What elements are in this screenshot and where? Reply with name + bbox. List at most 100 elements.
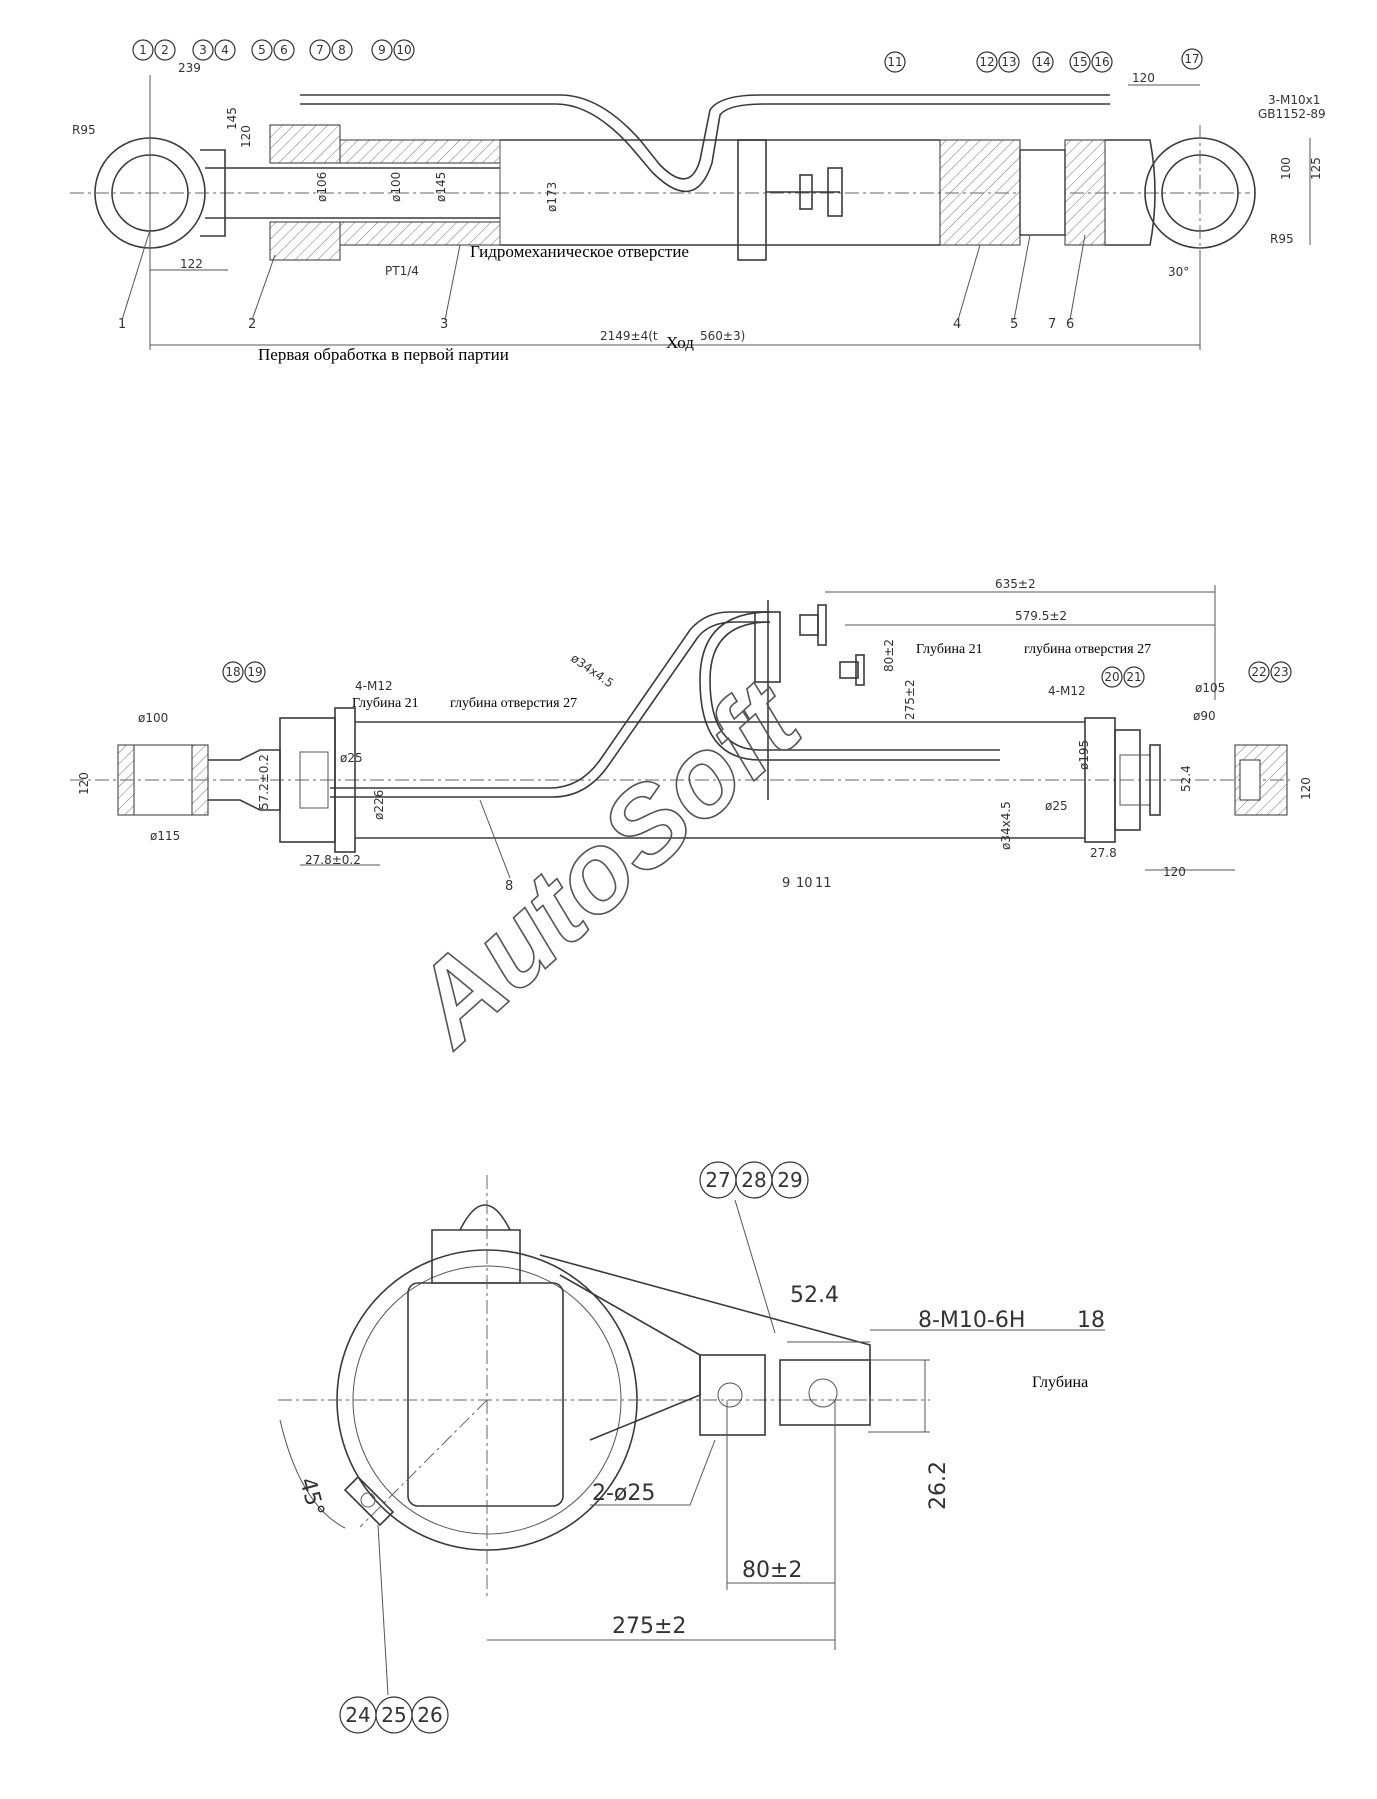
bottom-end-view: 27 28 29 24 25 26 52.4 8-M10-6H 18 26.2 … (278, 1161, 1105, 1734)
part-10: 10 (796, 876, 813, 891)
balloon-9: 9 (378, 43, 386, 57)
dim-120-right: 120 (1299, 777, 1313, 800)
balloon-7: 7 (316, 43, 324, 57)
balloon-17: 17 (1184, 52, 1199, 66)
dim-phi25-left: ø25 (340, 751, 363, 765)
balloon-8: 8 (338, 43, 346, 57)
part-9: 9 (782, 876, 790, 891)
top-balloons (132, 39, 1203, 73)
dim-635: 635±2 (995, 577, 1036, 591)
middle-side-view: 18 19 20 21 22 23 635±2 579.5±2 80±2 275… (70, 577, 1313, 894)
dim-phi226: ø226 (372, 790, 386, 820)
balloon-25: 25 (381, 1703, 406, 1727)
dim-gb: GB1152-89 (1258, 107, 1326, 121)
dim-thread-m10: 3-M10x1 (1268, 93, 1320, 107)
part-4: 4 (953, 317, 961, 332)
dim-122: 122 (180, 257, 203, 271)
dim-r95-right: R95 (1270, 232, 1294, 246)
top-section-view: 1 2 3 4 5 6 7 8 9 10 11 12 13 14 15 16 1… (70, 39, 1326, 350)
dim-57-2: 57.2±0.2 (257, 754, 271, 810)
dim-total: 2149±4(t (600, 329, 658, 343)
balloon-21: 21 (1126, 670, 1141, 684)
dim-27-8-left: 27.8±0.2 (305, 853, 361, 867)
dim-80-bottom: 80±2 (742, 1558, 802, 1583)
dim-phi106: ø106 (315, 172, 329, 202)
part-8: 8 (505, 879, 513, 894)
part-6: 6 (1066, 317, 1074, 332)
balloon-29: 29 (777, 1168, 802, 1192)
dim-120: 120 (239, 125, 253, 148)
label-hole27-left: глубина отверстия 27 (450, 696, 577, 711)
dim-phi90: ø90 (1193, 709, 1216, 723)
balloon-28: 28 (741, 1168, 766, 1192)
balloon-26: 26 (417, 1703, 442, 1727)
label-hole27-right: глубина отверстия 27 (1024, 642, 1151, 657)
dim-holes-2-phi25: 2-ø25 (592, 1481, 655, 1506)
dim-thread-m10-6h: 8-M10-6H (918, 1308, 1025, 1333)
dim-120-bottom: 120 (1163, 865, 1186, 879)
label-depth: Глубина (1032, 1374, 1088, 1391)
dim-pipe-v: ø34x4.5 (999, 801, 1013, 850)
dim-phi105: ø105 (1195, 681, 1225, 695)
balloon-24: 24 (345, 1703, 370, 1727)
dim-m12-left: 4-M12 (355, 679, 393, 693)
dim-depth-18: 18 (1077, 1308, 1105, 1333)
dim-275: 275±2 (903, 679, 917, 720)
dim-80: 80±2 (882, 639, 896, 672)
balloon-22: 22 (1251, 665, 1266, 679)
dim-239: 239 (178, 61, 201, 75)
balloon-15: 15 (1072, 55, 1087, 69)
balloon-4: 4 (221, 43, 229, 57)
watermark-text: AutoSoft (385, 655, 826, 1069)
balloon-19: 19 (247, 665, 262, 679)
dim-27-8-right: 27.8 (1090, 846, 1117, 860)
balloon-14: 14 (1035, 55, 1050, 69)
part-7: 7 (1048, 317, 1056, 332)
part-3: 3 (440, 317, 448, 332)
label-first-batch: Первая обработка в первой партии (258, 345, 509, 364)
dim-r95-left: R95 (72, 123, 96, 137)
dim-145: 145 (225, 107, 239, 130)
dim-phi145: ø145 (434, 172, 448, 202)
dim-52-4: 52.4 (1179, 765, 1193, 792)
balloon-2: 2 (161, 43, 169, 57)
label-hydro-port: Гидромеханическое отверстие (470, 242, 689, 261)
balloon-18: 18 (225, 665, 240, 679)
balloon-10: 10 (396, 43, 411, 57)
dim-26-2: 26.2 (926, 1461, 951, 1510)
label-depth21-left: Глубина 21 (352, 696, 419, 711)
dim-275-bottom: 275±2 (612, 1614, 686, 1639)
dim-phi173: ø173 (545, 182, 559, 212)
dim-120-right: 120 (1132, 71, 1155, 85)
balloon-3: 3 (199, 43, 207, 57)
balloon-6: 6 (280, 43, 288, 57)
dim-phi115: ø115 (150, 829, 180, 843)
dim-pt: PT1/4 (385, 264, 419, 278)
balloon-27: 27 (705, 1168, 730, 1192)
balloon-12: 12 (979, 55, 994, 69)
balloon-20: 20 (1104, 670, 1119, 684)
dim-phi195: ø195 (1077, 740, 1091, 770)
part-2: 2 (248, 317, 256, 332)
dim-angle-45: 45° (294, 1475, 328, 1519)
dim-100: 100 (1279, 157, 1293, 180)
balloon-1: 1 (139, 43, 147, 57)
balloon-13: 13 (1001, 55, 1016, 69)
balloon-16: 16 (1094, 55, 1109, 69)
dim-120-left: 120 (77, 772, 91, 795)
dim-angle-30: 30° (1168, 265, 1189, 279)
label-depth21-right: Глубина 21 (916, 642, 983, 657)
balloon-23: 23 (1273, 665, 1288, 679)
part-1: 1 (118, 317, 126, 332)
dim-125: 125 (1309, 157, 1323, 180)
dim-phi100: ø100 (389, 172, 403, 202)
dim-579-5: 579.5±2 (1015, 609, 1067, 623)
balloon-11: 11 (887, 55, 902, 69)
dim-m12-right: 4-M12 (1048, 684, 1086, 698)
dim-pipe: ø34x4.5 (568, 651, 616, 690)
part-5: 5 (1010, 317, 1018, 332)
balloon-5: 5 (258, 43, 266, 57)
dim-phi100: ø100 (138, 711, 168, 725)
